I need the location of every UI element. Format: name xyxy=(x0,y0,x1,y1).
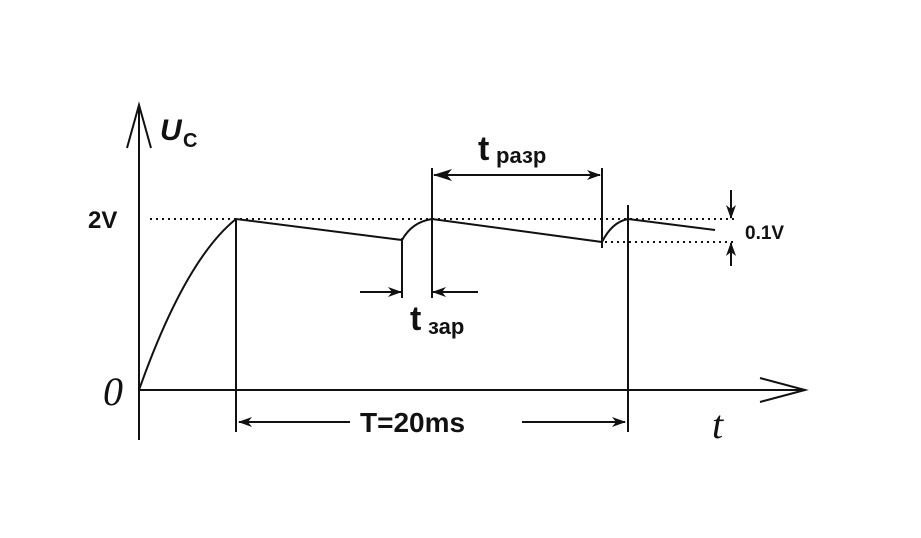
x-axis-arrow-icon xyxy=(759,377,809,403)
voltage-curve xyxy=(138,217,716,391)
charge-subscript: зар xyxy=(428,314,464,339)
ripple-label: 0.1V xyxy=(745,223,784,244)
charge-label: t xyxy=(410,300,421,338)
origin-label: 0 xyxy=(103,369,123,414)
y-axis-label: U xyxy=(160,114,183,147)
level-label: 2V xyxy=(88,207,117,234)
discharge-arrow-left-icon xyxy=(433,169,452,181)
y-axis-subscript: C xyxy=(183,130,197,152)
discharge-subscript: разр xyxy=(496,143,546,168)
x-axis-label: t xyxy=(712,402,724,447)
period-label: T=20ms xyxy=(360,407,465,438)
y-axis-arrow-icon xyxy=(126,101,152,149)
discharge-label: t xyxy=(478,130,489,168)
